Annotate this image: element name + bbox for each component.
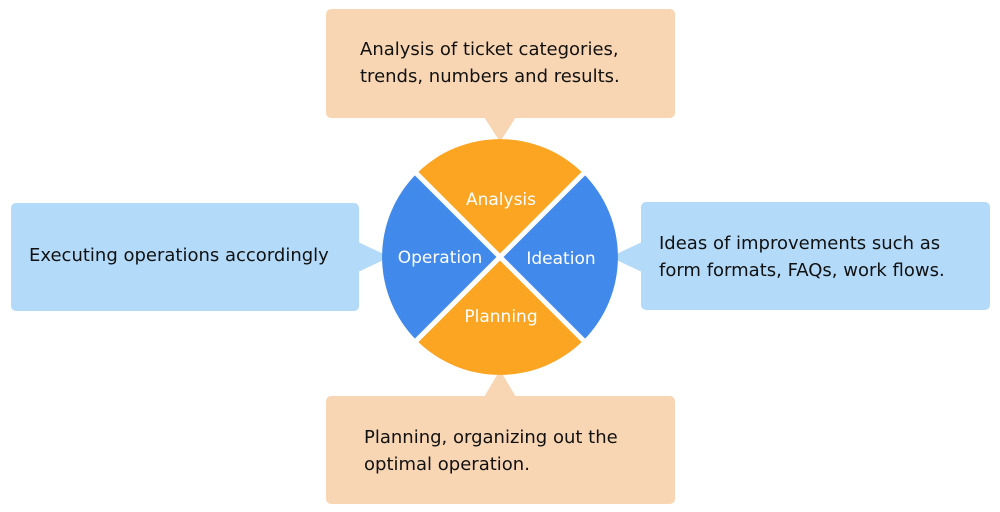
segment-planning — [416, 257, 584, 375]
callout-left-box — [11, 203, 390, 311]
callout-right-line-1: Ideas of improvements such as — [659, 233, 941, 254]
callout-left-line-1: Executing operations accordingly — [29, 245, 329, 266]
callout-left-text: Executing operations accordingly — [29, 242, 329, 269]
segment-label-analysis: Analysis — [466, 190, 536, 210]
segment-analysis — [416, 139, 584, 257]
callout-bottom-line-2: optimal operation. — [364, 454, 530, 475]
callout-bottom-box — [326, 370, 675, 504]
segment-label-ideation: Ideation — [526, 249, 595, 269]
callout-top-text: Analysis of ticket categories, trends, n… — [360, 36, 620, 90]
callout-right-box — [610, 202, 990, 310]
callout-top-line-2: trends, numbers and results. — [360, 66, 620, 87]
callout-right-line-2: form formats, FAQs, work flows. — [659, 260, 945, 281]
callout-bottom-line-1: Planning, organizing out the — [364, 427, 618, 448]
segment-operation — [382, 173, 500, 341]
callout-top-line-1: Analysis of ticket categories, — [360, 39, 619, 60]
segment-label-planning: Planning — [464, 307, 537, 327]
callout-right-text: Ideas of improvements such as form forma… — [659, 230, 945, 284]
divider-diagonal-b — [412, 169, 588, 345]
callout-bottom-text: Planning, organizing out the optimal ope… — [364, 424, 618, 478]
segment-ideation — [500, 173, 618, 341]
callout-top-box — [326, 9, 675, 142]
segment-label-operation: Operation — [398, 248, 483, 268]
